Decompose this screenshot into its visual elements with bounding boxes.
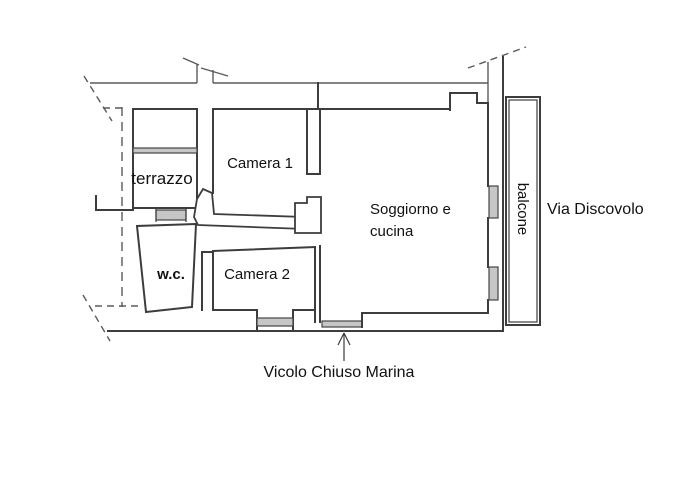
hall-wall-bar — [193, 187, 305, 230]
label-vicolo-chiuso-marina: Vicolo Chiuso Marina — [264, 364, 415, 381]
terrazzo-outline — [132, 108, 198, 209]
dashed-diagonal-bottom-left — [82, 294, 111, 342]
camera2-top-wall — [211, 245, 317, 253]
balcone-outline-inner — [508, 99, 538, 323]
label-camera1: Camera 1 — [227, 155, 293, 172]
terrazzo-divider — [132, 147, 198, 154]
soggiorno-structure — [321, 102, 499, 328]
hall-pillar — [294, 196, 322, 234]
label-via-discovolo: Via Discovolo — [547, 201, 644, 218]
labels: terrazzo Camera 1 Camera 2 w.c. Soggiorn… — [131, 155, 643, 381]
terrazzo-left-step-wall — [95, 195, 134, 211]
camera2-structure — [201, 245, 321, 331]
top-right-notch — [449, 92, 489, 111]
boundary-lines — [82, 46, 527, 342]
label-terrazzo: terrazzo — [131, 169, 192, 188]
balcony-window-1 — [488, 185, 499, 219]
camera2-left-wall — [201, 251, 214, 311]
wc-outline — [135, 222, 198, 314]
break-tick-top-right — [467, 46, 527, 69]
street-arrow — [337, 332, 351, 361]
balcone-outline-outer — [505, 96, 541, 326]
terrazzo-structure — [95, 108, 198, 222]
label-balcone: balcone — [514, 183, 531, 236]
label-soggiorno-line2: cucina — [370, 223, 414, 240]
dashed-diagonal-top-left — [83, 75, 113, 122]
entrance-door-sill — [321, 320, 363, 328]
break-tick-2 — [200, 67, 229, 77]
soggiorno-bottom-inner-wall — [361, 299, 489, 314]
terrazzo-window-jambs — [155, 208, 187, 222]
balcony-window-2 — [488, 266, 499, 301]
label-camera2: Camera 2 — [224, 266, 290, 283]
break-tick-1 — [182, 57, 200, 66]
terrazzo-window — [155, 209, 187, 221]
label-soggiorno-line1: Soggiorno e — [370, 201, 451, 218]
hall-structure — [193, 187, 322, 234]
balcone-structure — [505, 96, 541, 326]
exterior-walls — [107, 56, 504, 332]
arrow-head — [337, 332, 351, 346]
label-wc: w.c. — [156, 266, 185, 283]
camera1-structure — [212, 108, 321, 194]
camera2-window — [256, 317, 294, 327]
camera1-right-wall — [306, 108, 321, 175]
